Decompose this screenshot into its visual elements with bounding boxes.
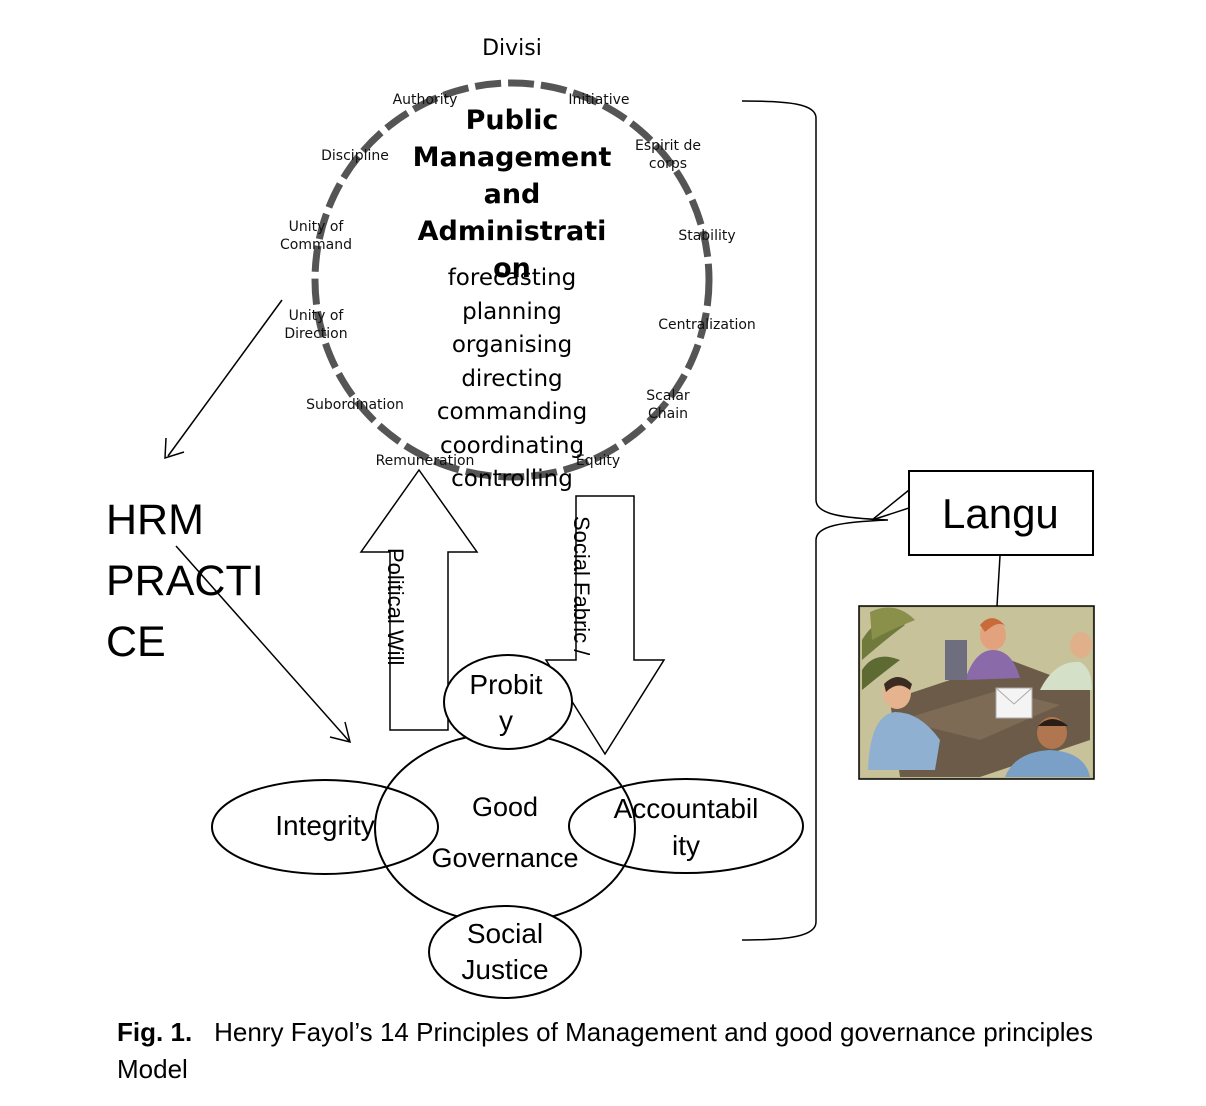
arrow-hrm-to-governance (175, 545, 350, 742)
principle-subordination: Subordination (306, 397, 404, 413)
management-functions: forecasting planning organising directin… (436, 265, 588, 492)
integrity-label: Integrity (275, 810, 375, 841)
probity-ellipse (443, 654, 573, 750)
right-brace (741, 100, 889, 941)
principle-unity-of-command: Unity of Command (280, 219, 352, 253)
social-fabric-arrow (544, 495, 666, 756)
figure-caption: Fig. 1. Henry Fayol’s 14 Principles of M… (117, 1014, 1093, 1088)
arrow-to-hrm (167, 299, 283, 457)
callout-pointer (871, 488, 910, 521)
social-fabric-label: Social Fabric / (569, 516, 594, 656)
good-governance-label: Good Governance (431, 792, 579, 873)
language-callout-box (908, 470, 1094, 556)
principle-remuneration: Remuneration (375, 453, 475, 469)
principle-authority: Authority (392, 92, 458, 108)
principle-centralization: Centralization (658, 317, 756, 333)
hrm-practice-label: HRM PRACTI CE (106, 496, 264, 666)
language-callout-text: Langu (942, 490, 1059, 537)
probity-label: Probit y (469, 669, 543, 736)
principle-equity: Equity (575, 453, 621, 469)
social-justice-label: Social Justice (461, 918, 549, 985)
figure-label: Fig. 1. (117, 1017, 193, 1047)
principle-scalar-chain: Scalar Chain (646, 388, 690, 422)
figure-caption-text: Henry Fayol’s 14 Principles of Managemen… (117, 1017, 1094, 1084)
accountability-ellipse (568, 778, 804, 874)
political-will-label: Political Will (383, 548, 408, 666)
social-justice-ellipse (428, 905, 582, 999)
integrity-ellipse (211, 779, 439, 875)
principle-esprit-de-corps: Espirit de corps (634, 138, 701, 172)
callout-connector (996, 555, 1001, 607)
center-title: Public Management and Administrati on (412, 105, 612, 284)
management-circle (311, 79, 713, 481)
meeting-clipart-image (858, 605, 1095, 780)
arrow-hrm-to-governance-head (329, 721, 352, 744)
principle-initiative: Initiative (568, 92, 630, 108)
principle-discipline: Discipline (321, 148, 389, 164)
principle-unity-of-direction: Unity of Direction (284, 308, 348, 342)
arrow-to-hrm-head (164, 437, 185, 460)
division-label: Divisi (482, 36, 542, 61)
principle-stability: Stability (678, 228, 736, 244)
accountability-label: Accountabil ity (613, 793, 759, 861)
